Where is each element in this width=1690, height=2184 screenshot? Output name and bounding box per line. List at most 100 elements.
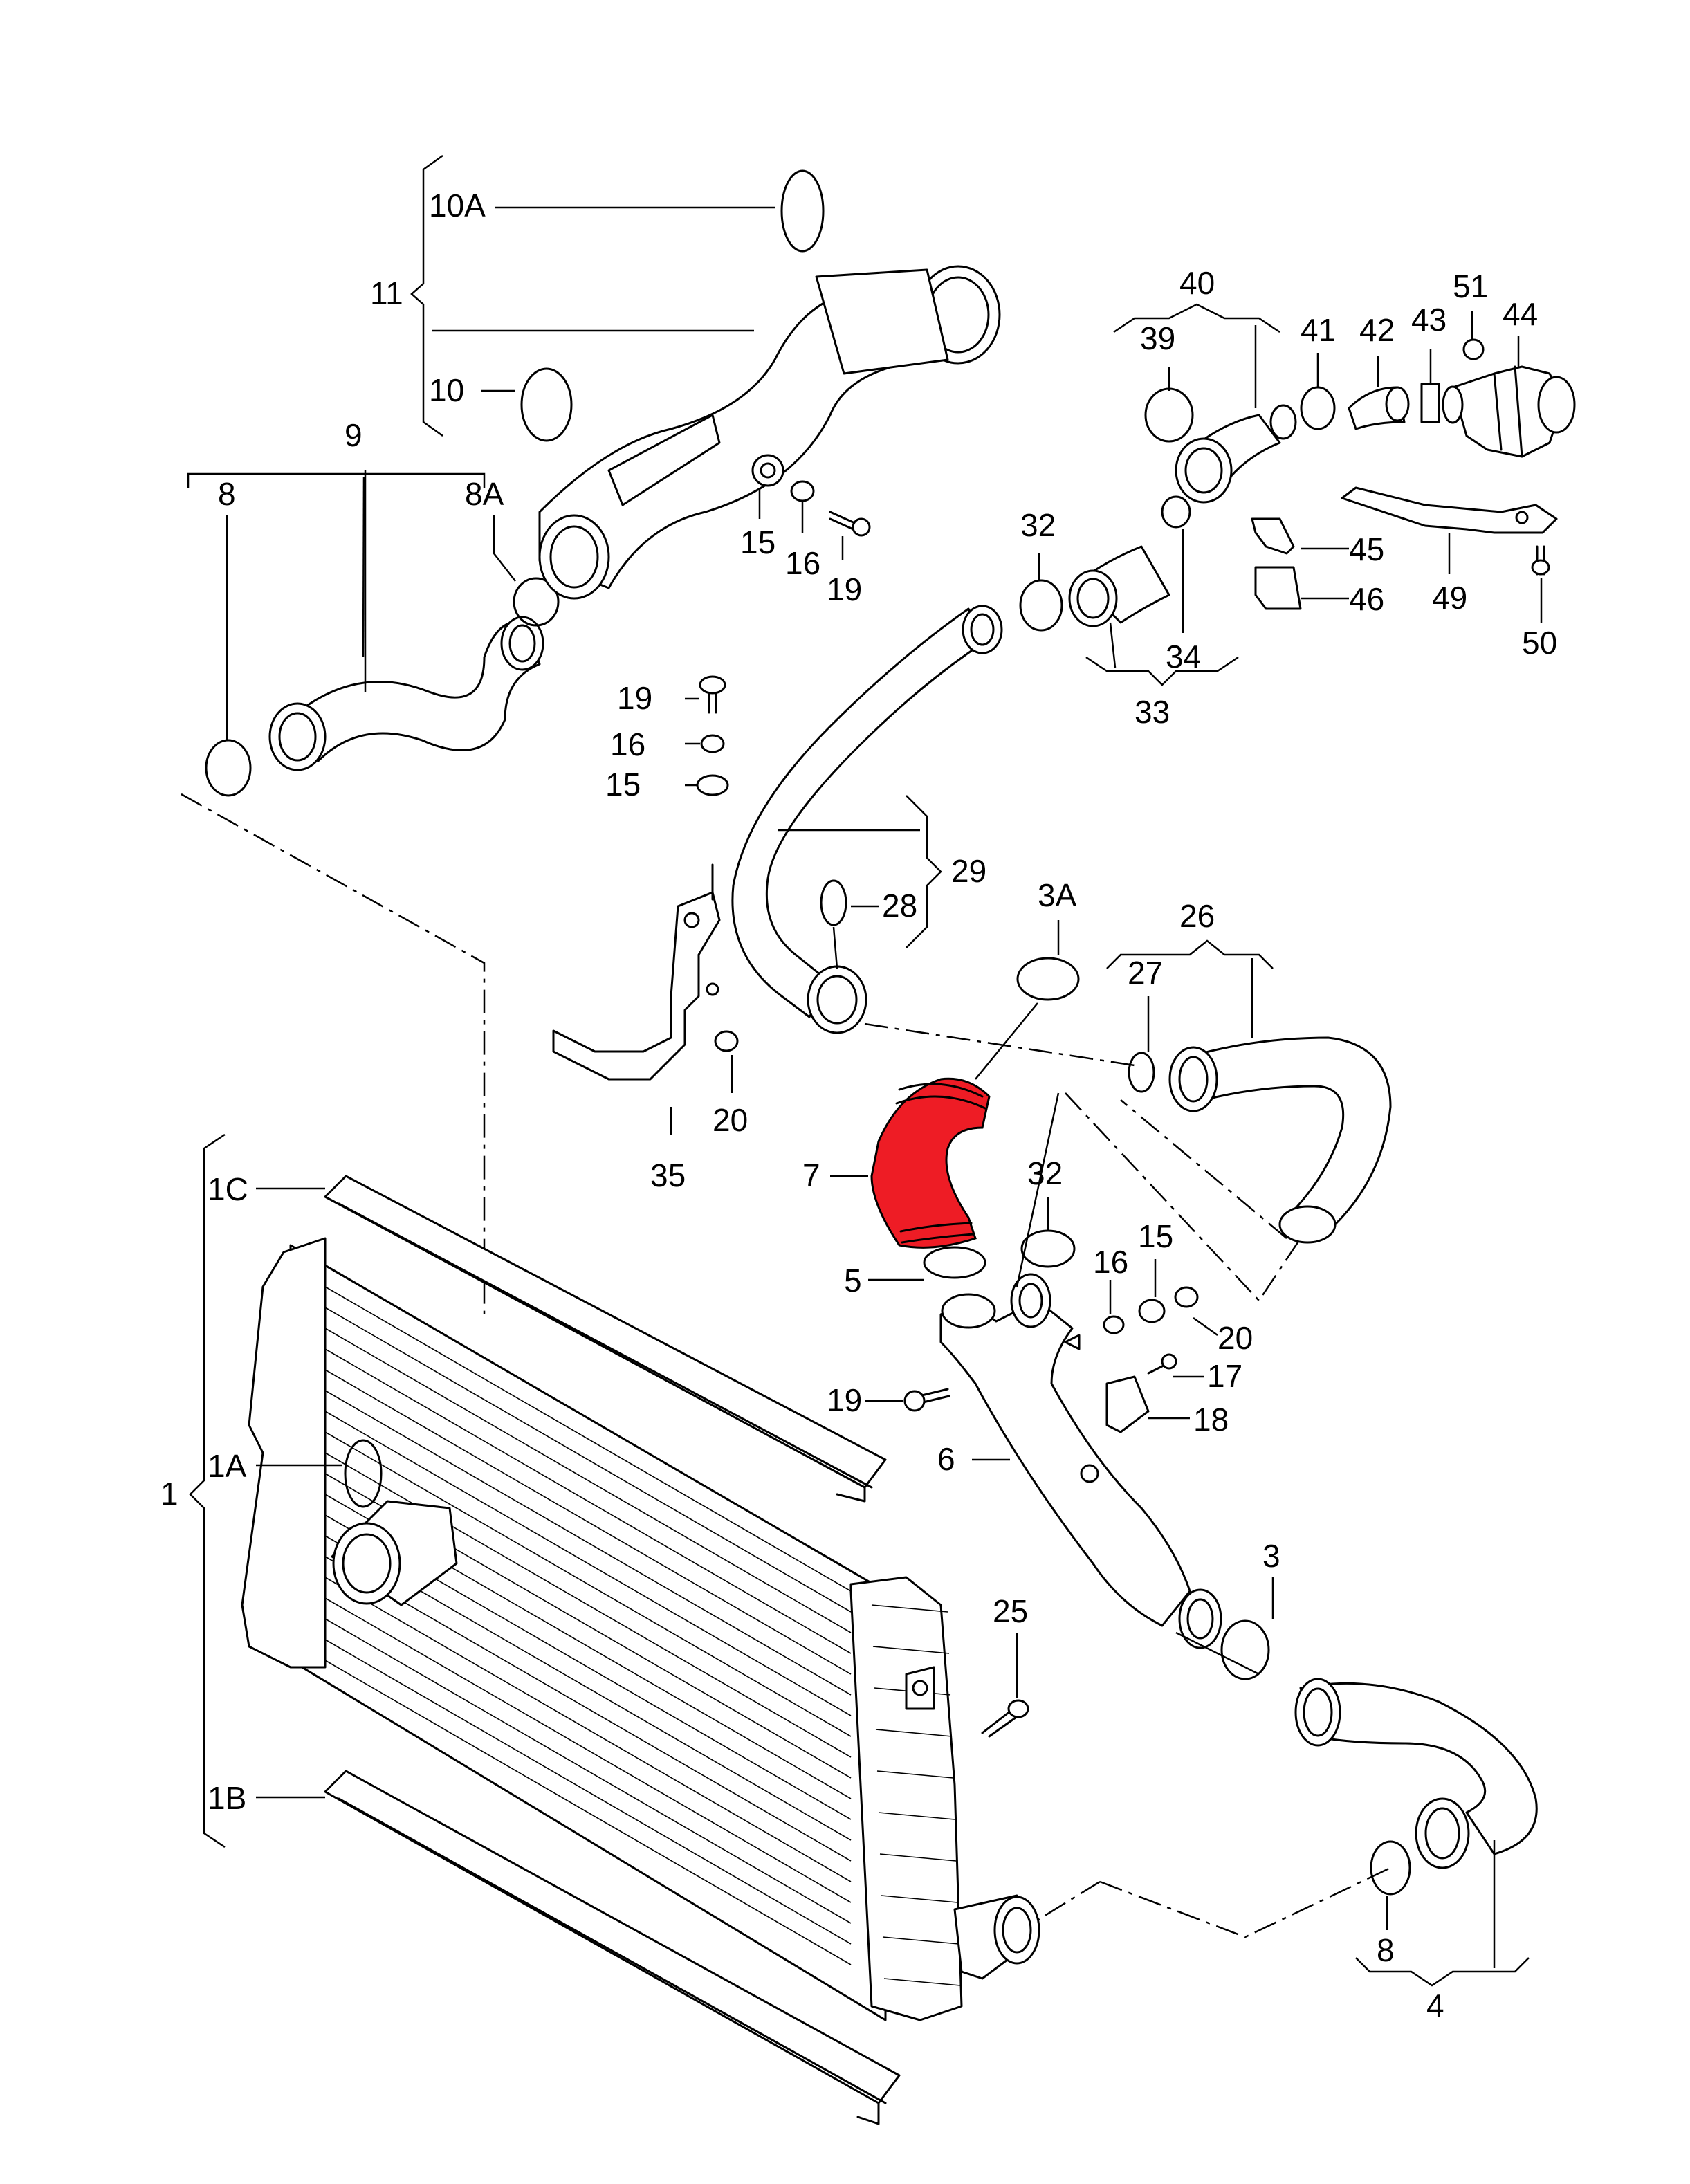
hose-4 [1294,1678,1538,1869]
label-3a: 3A [1038,877,1077,913]
label-34: 34 [1166,639,1201,675]
hose-9 [268,616,544,771]
seal-43 [1420,383,1440,423]
label-1a: 1A [208,1448,247,1484]
intercooler-upper-port [331,1500,458,1606]
assembly-centerlines [181,793,1391,1938]
clamp-32-lower [1020,1229,1076,1268]
label-46: 46 [1349,581,1384,617]
leader-lines [187,154,1543,1987]
pipe-11 [538,265,1001,600]
clamp-32-upper [1019,579,1063,632]
bracket-49 [1341,486,1558,534]
label-45: 45 [1349,531,1384,567]
label-26: 26 [1179,898,1215,934]
callout-labels: 10A 11 10 9 8 8A 15 16 19 19 16 15 29 28… [160,187,1557,2024]
label-40: 40 [1179,265,1215,301]
label-50: 50 [1522,625,1557,661]
intercooler-radiator [241,1237,1040,2021]
label-1c: 1C [208,1171,248,1207]
label-6: 6 [937,1441,955,1477]
label-43: 43 [1411,302,1446,338]
clamp-5 [923,1246,986,1279]
nut-20-right [1174,1286,1199,1308]
label-7: 7 [802,1157,820,1193]
clip-46 [1254,566,1302,610]
label-4: 4 [1426,1988,1444,2024]
label-39: 39 [1140,320,1175,356]
hose-7-body[interactable] [870,1077,991,1249]
label-16-mid: 16 [610,726,645,762]
grommet-stack-middle [696,675,729,796]
label-10: 10 [429,372,464,408]
label-18: 18 [1193,1402,1229,1438]
o-ring-27 [1128,1052,1155,1093]
o-ring-1a [344,1439,383,1508]
hose-33 [1068,545,1170,627]
nut-20-left [714,1030,739,1052]
label-19-lower: 19 [827,1382,862,1418]
label-15-lower: 15 [1138,1218,1173,1254]
clamp-3a [1016,957,1080,1001]
hose-40 [1175,404,1297,504]
label-27: 27 [1128,955,1163,991]
o-ring-39 [1144,387,1194,443]
label-15-upper: 15 [740,524,775,560]
o-ring-8a [513,577,560,627]
sensor-18 [1105,1375,1150,1433]
label-32-lower: 32 [1027,1155,1063,1191]
intercooler-bottom-rail-1b [324,1770,901,2125]
label-32-upper: 32 [1020,507,1056,543]
label-11: 11 [370,275,403,311]
label-10a: 10A [429,187,486,223]
pipe-6 [939,1273,1222,1649]
label-35: 35 [650,1157,686,1193]
o-ring-10a [780,169,825,253]
valve-44 [1442,365,1576,458]
grommet-16-lower [1103,1315,1125,1334]
label-15-mid: 15 [605,767,641,802]
clamp-41 [1300,386,1336,430]
bolt-50 [1531,545,1550,576]
intercooler-lower-port [953,1894,1040,1980]
label-42: 42 [1359,312,1395,348]
hose-42 [1348,386,1410,430]
label-8a: 8A [465,476,504,512]
grommet-15-lower [1138,1299,1166,1323]
label-16-lower: 16 [1093,1244,1128,1280]
pipe-29 [731,605,1003,1034]
label-16-upper: 16 [785,545,820,581]
label-19-mid: 19 [617,680,652,716]
label-1: 1 [160,1476,178,1512]
label-9: 9 [345,417,362,453]
o-ring-8-left [205,739,252,797]
label-3: 3 [1262,1538,1280,1574]
label-25: 25 [993,1593,1028,1629]
o-ring-28 [820,879,847,926]
hose-26 [1168,1036,1392,1244]
label-33: 33 [1135,694,1170,730]
o-ring-10 [520,367,573,442]
bolt-19-lower [903,1388,950,1412]
nut-51 [1462,338,1485,360]
label-17: 17 [1207,1358,1242,1394]
o-ring-8-right [1370,1840,1411,1896]
label-19-upper: 19 [827,571,862,607]
label-20-right: 20 [1218,1320,1253,1356]
label-8-upper: 8 [218,476,236,512]
label-28: 28 [882,888,917,924]
hose-7-highlighted[interactable] [870,1077,991,1249]
grommet-stack-upper [751,454,871,537]
label-20-left: 20 [713,1102,748,1138]
bracket-35 [552,863,721,1081]
intercooler-top-rail-1c [324,1175,887,1503]
label-41: 41 [1301,312,1336,348]
label-44: 44 [1503,296,1538,332]
screw-17 [1147,1353,1177,1375]
label-49: 49 [1432,580,1467,616]
bolt-25 [981,1699,1029,1738]
clip-45 [1251,517,1295,555]
label-29: 29 [951,853,986,889]
label-51: 51 [1453,268,1488,304]
